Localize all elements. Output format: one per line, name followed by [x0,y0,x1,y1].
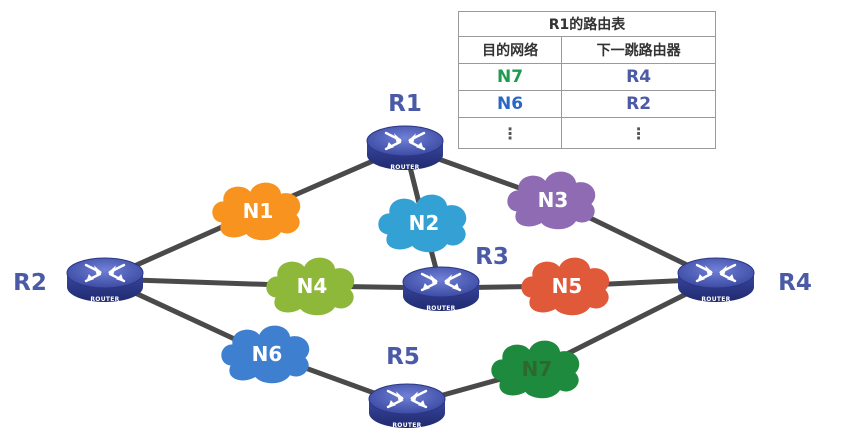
router-label: R5 [386,344,420,370]
router-r5: ROUTER [367,382,447,430]
routing-table-next-hop: R4 [561,63,716,91]
network-label: N5 [552,274,583,298]
network-label: N2 [409,211,440,235]
routing-table-dest: N6 [457,90,563,118]
routing-table-header-destination: 目的网络 [457,36,563,64]
network-cloud-n5: N5 [521,257,610,316]
r1-routing-table: R1的路由表 目的网络 下一跳路由器 N7 R4 N6 R2 ⋮ ⋮ [457,11,716,149]
network-label: N1 [243,199,274,223]
router-r4: ROUTER [676,256,756,304]
routing-table-title: R1的路由表 [458,11,716,37]
network-cloud-n2: N2 [378,194,467,253]
network-cloud-n3: N3 [507,171,596,230]
router-r3: ROUTER [401,265,481,313]
router-r2: ROUTER [65,256,145,304]
router-label: R2 [13,270,47,296]
router-badge: ROUTER [392,422,421,429]
router-badge: ROUTER [701,296,730,303]
table-row: N7 R4 [457,63,716,91]
network-label: N7 [522,357,553,381]
network-label: N4 [297,274,328,298]
network-cloud-n1: N1 [212,182,301,241]
router-r1: ROUTER [365,124,445,172]
network-cloud-n4: N4 [266,257,355,316]
network-label: N3 [538,188,569,212]
router-badge: ROUTER [426,305,455,312]
router-label: R4 [778,270,812,296]
router-badge: ROUTER [90,296,119,303]
router-badge: ROUTER [390,164,419,171]
routing-table-dest: ⋮ [457,117,563,149]
table-row: ⋮ ⋮ [457,117,716,149]
routing-table-header-next-hop: 下一跳路由器 [561,36,716,64]
network-label: N6 [252,342,283,366]
router-label: R3 [475,244,509,270]
routing-table-dest: N7 [457,63,563,91]
network-cloud-n7: N7 [491,340,580,399]
routing-table-next-hop: R2 [561,90,716,118]
table-row: N6 R2 [457,90,716,118]
router-label: R1 [388,91,422,117]
network-cloud-n6: N6 [221,325,310,384]
routing-table-next-hop: ⋮ [561,117,716,149]
